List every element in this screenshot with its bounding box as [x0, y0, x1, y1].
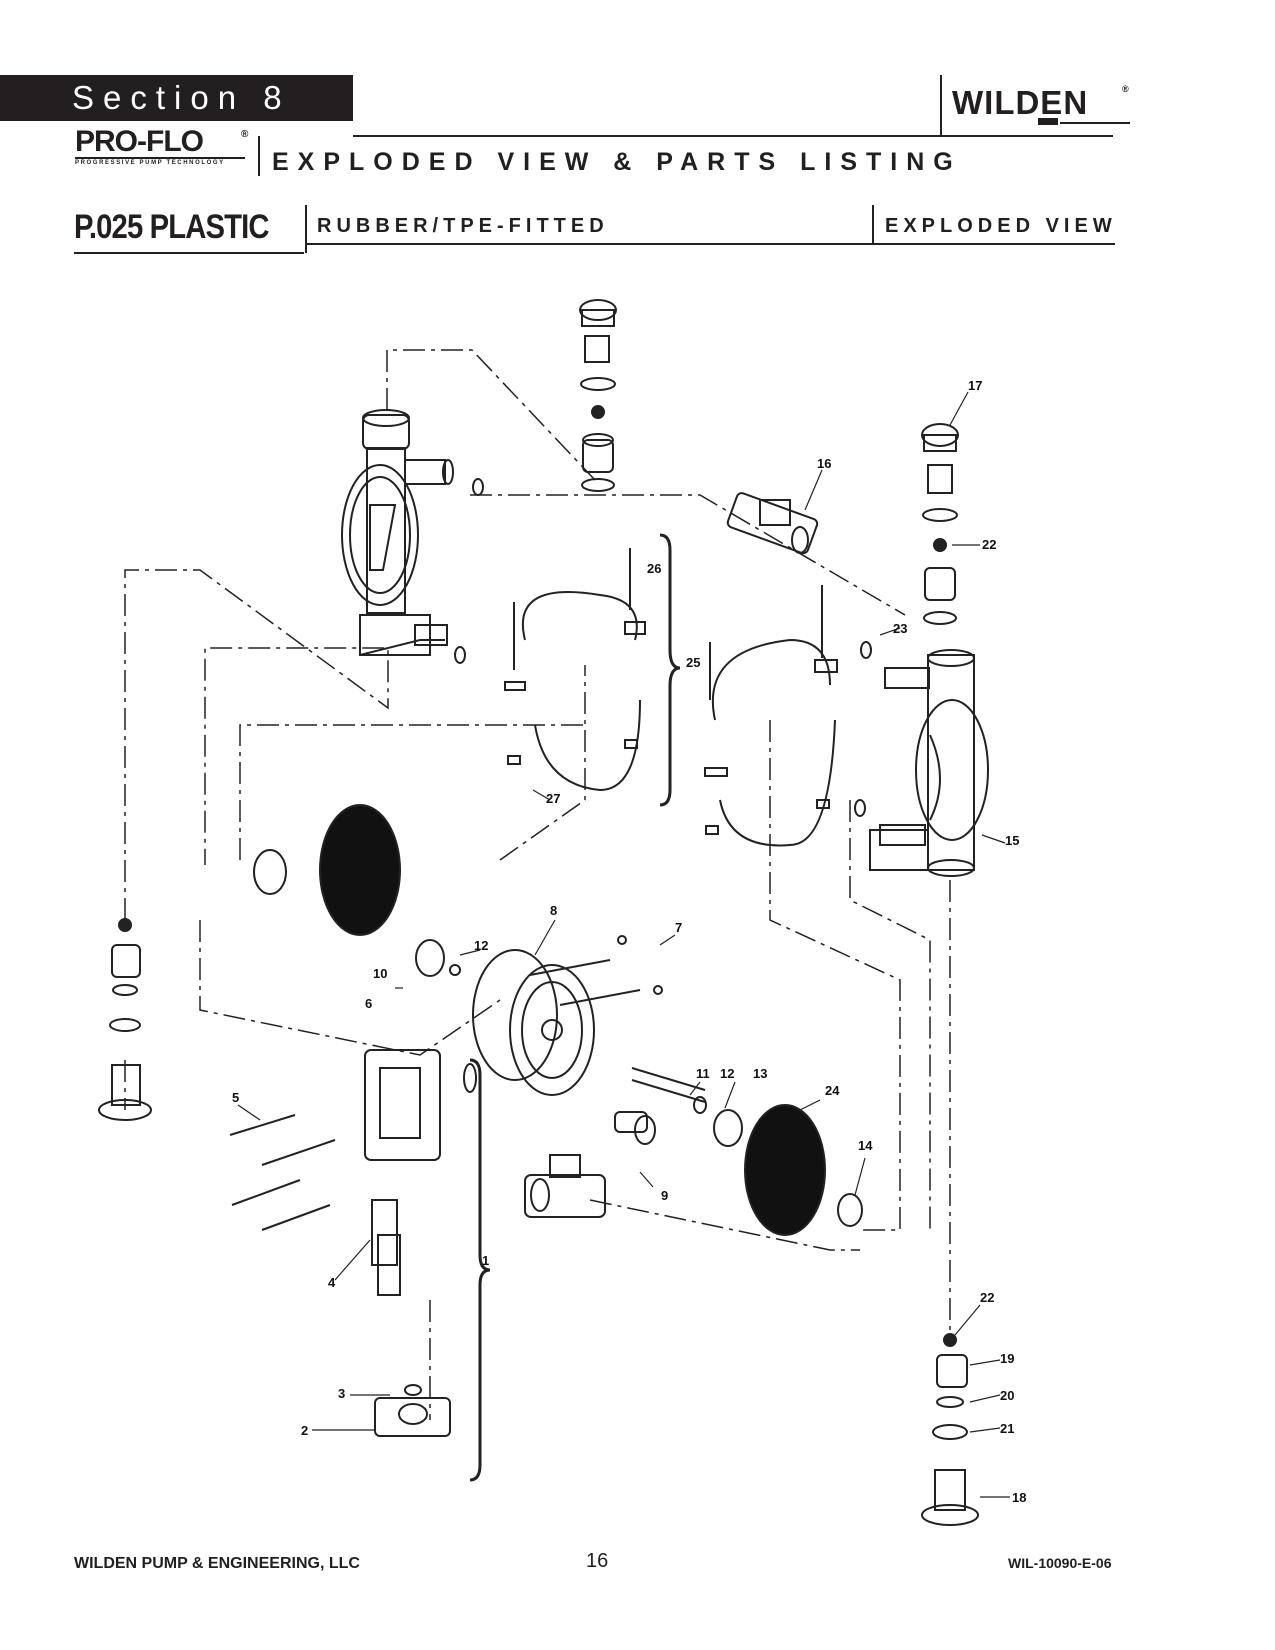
- tee-fitting-16: [726, 492, 819, 555]
- left-diaphragm-group: [253, 804, 461, 977]
- document-code: WIL-10090-E-06: [1008, 1555, 1112, 1571]
- callout-16: 16: [817, 456, 831, 471]
- section-label: Section 8: [0, 75, 353, 121]
- callout-10: 10: [373, 966, 387, 981]
- page-number: 16: [586, 1550, 609, 1572]
- brace-25: [659, 533, 681, 807]
- assembly-guide-lines: [124, 349, 951, 1420]
- callout-5: 5: [232, 1090, 239, 1105]
- callout-1: 1: [482, 1253, 489, 1268]
- callout-9: 9: [661, 1188, 668, 1203]
- callout-27: 27: [546, 791, 560, 806]
- header-rule: [353, 135, 1113, 137]
- callout-14: 14: [858, 1138, 873, 1153]
- shaft-assembly: [614, 1067, 743, 1147]
- clamp-bands: [504, 591, 838, 847]
- clamp-bolts: [507, 548, 830, 835]
- callout-24: 24: [825, 1083, 840, 1098]
- callout-26: 26: [647, 561, 661, 576]
- subheader-rule: [305, 243, 1115, 245]
- right-top-valve-stack: [921, 423, 959, 625]
- callout-23: 23: [893, 621, 907, 636]
- callout-19: 19: [1000, 1351, 1014, 1366]
- wilden-logo-badge: [1038, 118, 1058, 125]
- page-heading: EXPLODED VIEW & PARTS LISTING: [272, 148, 962, 176]
- callout-7: 7: [675, 920, 682, 935]
- left-chamber-assembly: [341, 409, 484, 664]
- air-valve-1: [364, 1049, 477, 1437]
- callout-6: 6: [365, 996, 372, 1011]
- callout-8: 8: [550, 903, 557, 918]
- callout-leaders: [237, 391, 1010, 1498]
- fitting-label: RUBBER/TPE-FITTED: [317, 215, 609, 237]
- proflo-logo-text: PRO-FLO: [75, 125, 204, 158]
- model-underline: [74, 252, 304, 254]
- top-valve-stack: [579, 299, 617, 492]
- right-diaphragm-group: [744, 1104, 863, 1236]
- wilden-logo: WILDEN ®: [952, 84, 1132, 129]
- proflo-logo: PRO-FLO ® PROGRESSIVE PUMP TECHNOLOGY: [75, 125, 251, 171]
- proflo-logo-reg: ®: [241, 129, 249, 140]
- view-divider: [872, 205, 874, 243]
- brace-1: [469, 1058, 491, 1482]
- callout-22a: 22: [980, 1290, 994, 1305]
- callout-11: 11: [696, 1066, 710, 1081]
- right-chamber-assembly: [854, 641, 989, 877]
- callout-12b: 12: [720, 1066, 734, 1081]
- muffler-4: [371, 1199, 398, 1266]
- callout-12a: 12: [474, 938, 488, 953]
- fitting-divider: [305, 205, 307, 253]
- callout-13: 13: [753, 1066, 767, 1081]
- proflo-divider: [258, 136, 260, 176]
- callout-22b: 22: [982, 537, 996, 552]
- model-title: P.025 PLASTIC: [74, 208, 270, 246]
- tee-fitting-bottom: [524, 1154, 606, 1218]
- wilden-logo-rule: [1060, 122, 1130, 124]
- right-bottom-valve-stack: [921, 1333, 979, 1526]
- view-label: EXPLODED VIEW: [885, 215, 1117, 237]
- callout-2: 2: [301, 1423, 308, 1438]
- callout-21: 21: [1000, 1421, 1014, 1436]
- proflo-tagline: PROGRESSIVE PUMP TECHNOLOGY: [75, 160, 225, 166]
- callout-15: 15: [1005, 833, 1019, 848]
- center-block-8: [472, 935, 663, 1096]
- callout-labels: 1 2 3 4 5 6 7 8 9 10 11 12 12 13 14 15 1…: [232, 378, 1026, 1505]
- wilden-logo-reg: ®: [1122, 84, 1129, 94]
- callout-18: 18: [1012, 1490, 1026, 1505]
- air-valve-bolts: [229, 1114, 336, 1231]
- header-divider: [940, 75, 942, 137]
- wilden-logo-text: WILDEN: [952, 84, 1089, 121]
- callout-17: 17: [968, 378, 982, 393]
- callout-3: 3: [338, 1386, 345, 1401]
- proflo-logo-rule: [75, 157, 245, 159]
- callout-4: 4: [328, 1275, 336, 1290]
- footer-company: WILDEN PUMP & ENGINEERING, LLC: [74, 1555, 360, 1572]
- callout-20: 20: [1000, 1388, 1014, 1403]
- left-bottom-valve-stack: [98, 918, 152, 1121]
- callout-25: 25: [686, 655, 700, 670]
